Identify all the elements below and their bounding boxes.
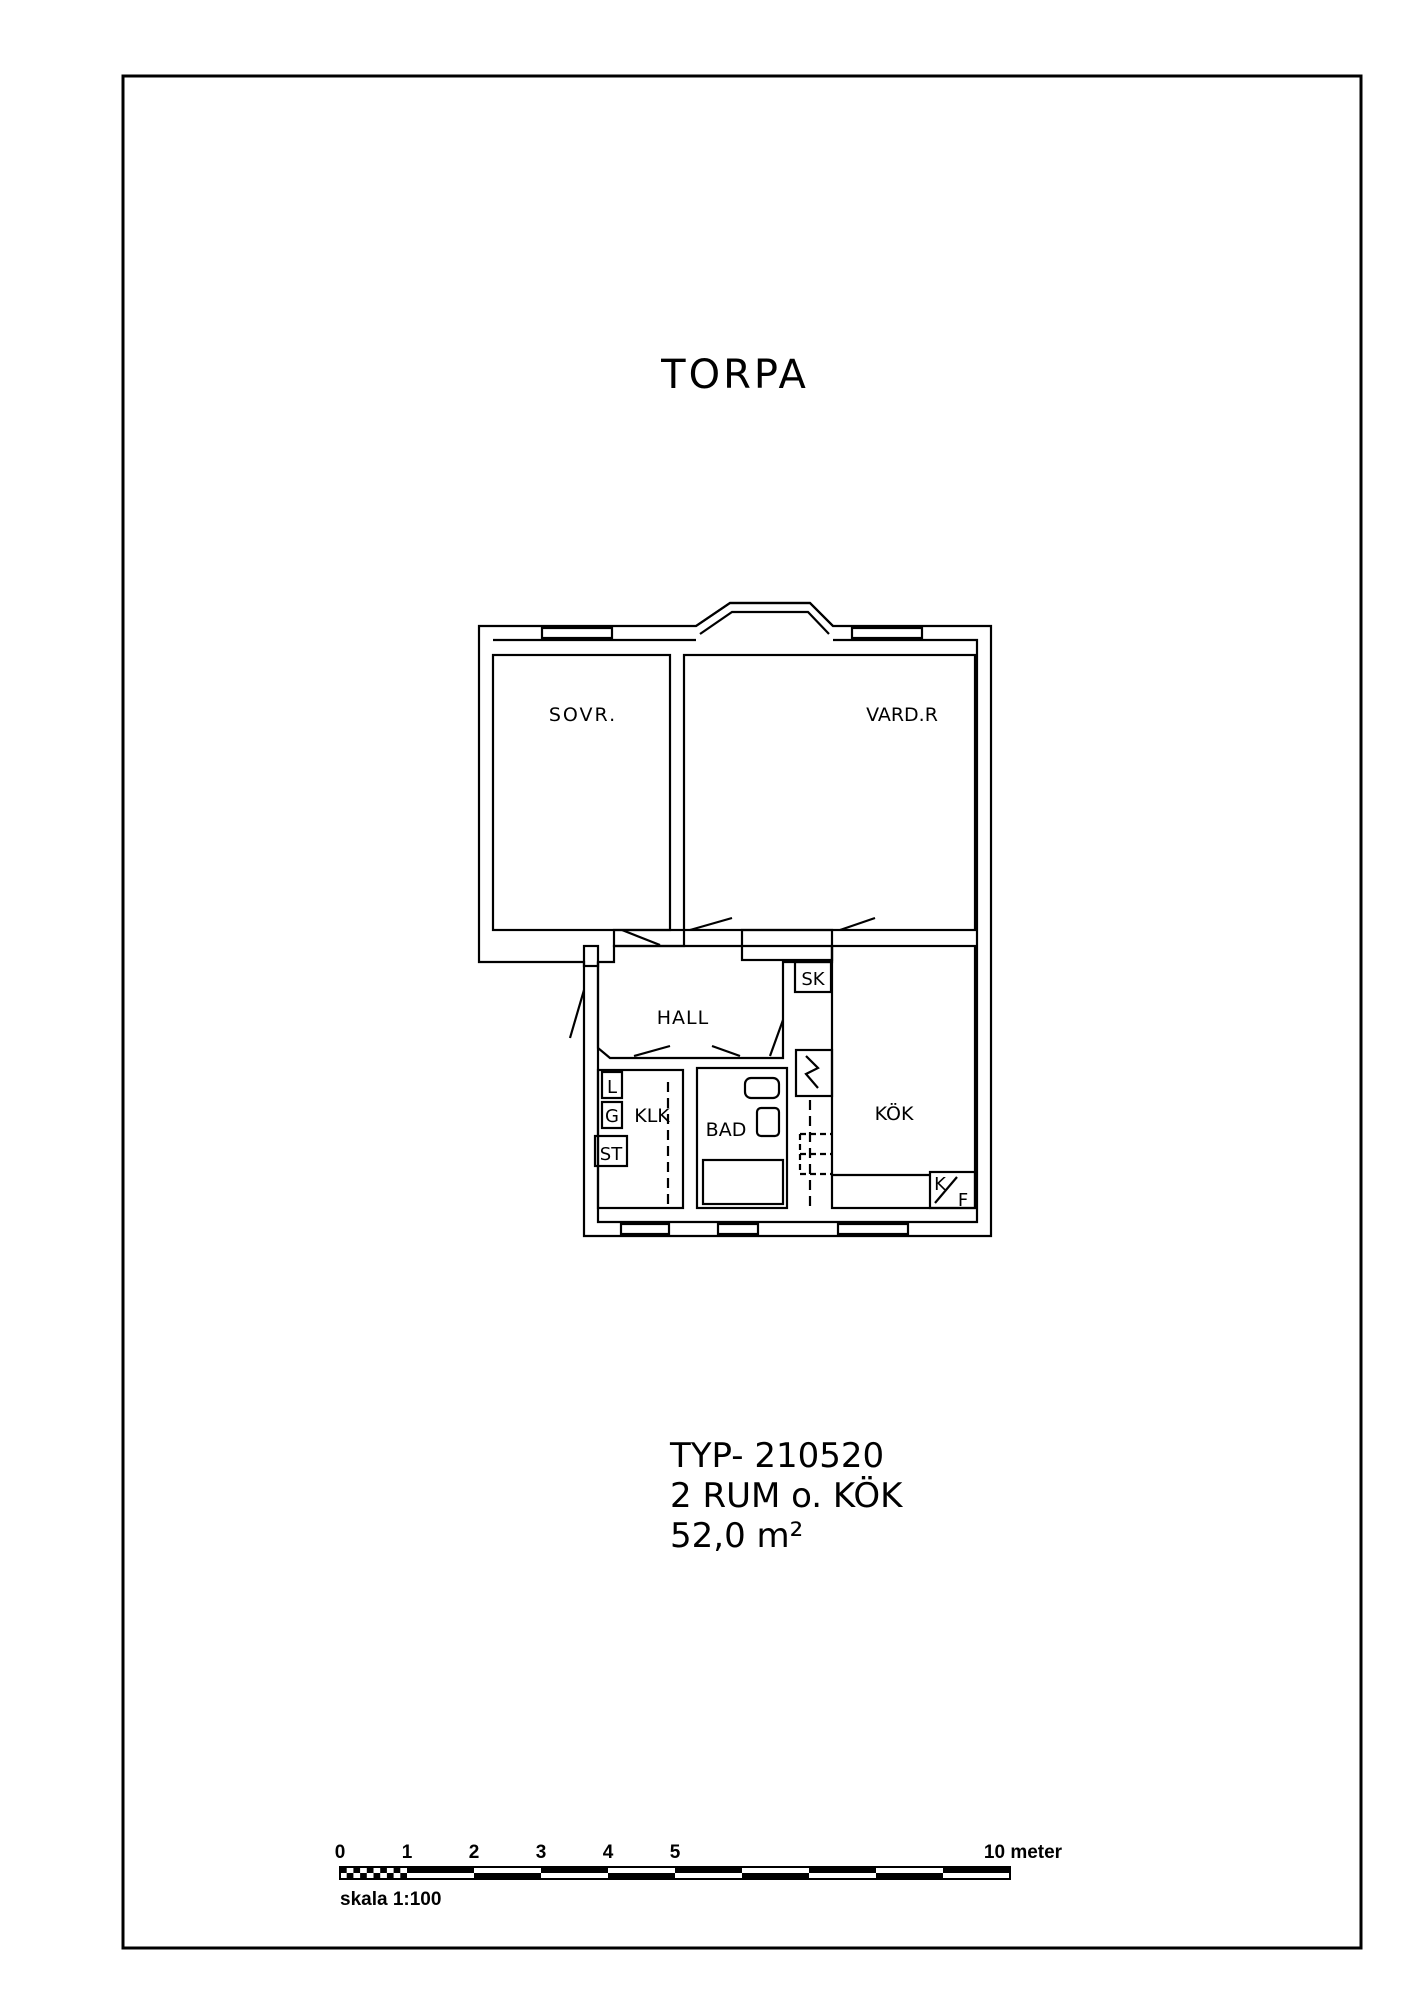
apartment-area: 52,0 m² (670, 1516, 803, 1556)
bay-window (695, 601, 834, 635)
label-g: G (605, 1106, 619, 1127)
apartment-rooms: 2 RUM o. KÖK (670, 1475, 904, 1516)
scale-segment (809, 1867, 876, 1873)
room-klk (596, 1068, 685, 1210)
label-sk: SK (801, 969, 825, 990)
label-hall: HALL (657, 1007, 709, 1029)
apartment-type: TYP- 210520 (669, 1436, 884, 1476)
cabinet-sk (793, 960, 833, 994)
label-l: L (607, 1077, 617, 1098)
door-swings (568, 916, 876, 1058)
scale-segment (541, 1867, 608, 1873)
scale-end-label: 10 meter (984, 1842, 1063, 1863)
scale-segments (339, 1866, 1011, 1880)
scale-subsegment (353, 1867, 361, 1873)
wall-blocks (582, 928, 834, 968)
scale-tick-label: 1 (402, 1842, 413, 1863)
windows-top (540, 626, 924, 640)
apartment-info: TYP- 210520 2 RUM o. KÖK 52,0 m² (669, 1436, 904, 1556)
scale-subsegment (346, 1873, 354, 1879)
klk-cabinets (593, 1070, 629, 1168)
scale-segment (407, 1867, 474, 1873)
scale-tick-label: 5 (670, 1842, 681, 1863)
windows-bottom (619, 1222, 910, 1236)
room-sovr (491, 653, 672, 932)
toilet (743, 1076, 781, 1100)
plan-title: TORPA (660, 352, 809, 398)
sheet-border (121, 74, 1363, 1950)
scale-tick-label: 3 (536, 1842, 547, 1863)
label-sovr: SOVR. (549, 704, 617, 726)
scale-segment (608, 1873, 675, 1879)
label-klk: KLK (634, 1105, 670, 1127)
outer-wall (477, 601, 993, 1238)
scale-subsegment (360, 1873, 367, 1879)
kitchen-shaft (794, 1048, 834, 1098)
label-vard: VARD.R (866, 704, 938, 726)
label-bad: BAD (706, 1119, 747, 1141)
scale-subsegment (386, 1873, 394, 1879)
scale-subsegment (400, 1873, 407, 1879)
room-bad (695, 1066, 789, 1210)
scale-tick-label: 0 (335, 1842, 346, 1863)
bathtub (701, 1158, 785, 1206)
scale-segment (474, 1873, 541, 1879)
sink (755, 1106, 781, 1138)
scale-tick-labels: 0 1 2 3 4 5 (335, 1842, 681, 1863)
scale-segment (876, 1873, 943, 1879)
scale-subsegment (366, 1867, 374, 1873)
scale-bar: 0 1 2 3 4 5 10 meter skala 1:100 (335, 1842, 1063, 1910)
scale-tick-label: 4 (603, 1842, 614, 1863)
kitchen-cabinets (798, 1132, 832, 1176)
room-kok (830, 944, 977, 1210)
scale-segment (675, 1867, 742, 1873)
label-kok: KÖK (875, 1102, 914, 1125)
label-st: ST (600, 1144, 623, 1165)
electric-symbol (804, 1055, 820, 1089)
floor-plan (477, 601, 993, 1238)
scale-text: skala 1:100 (340, 1889, 441, 1910)
fridge-freezer-box (928, 1170, 977, 1210)
scale-subsegment (393, 1867, 401, 1873)
scale-segment (742, 1873, 809, 1879)
scale-subsegment (373, 1873, 381, 1879)
scale-tick-label: 2 (469, 1842, 480, 1863)
label-kf-k: K (934, 1174, 947, 1195)
room-labels: SOVR. VARD.R HALL KLK BAD KÖK SK L G ST … (549, 704, 968, 1211)
label-kf-f: F (958, 1190, 968, 1211)
scale-subsegment (340, 1867, 347, 1873)
room-vard (682, 653, 977, 932)
scale-subsegment (380, 1867, 387, 1873)
scale-segment (943, 1867, 1010, 1873)
